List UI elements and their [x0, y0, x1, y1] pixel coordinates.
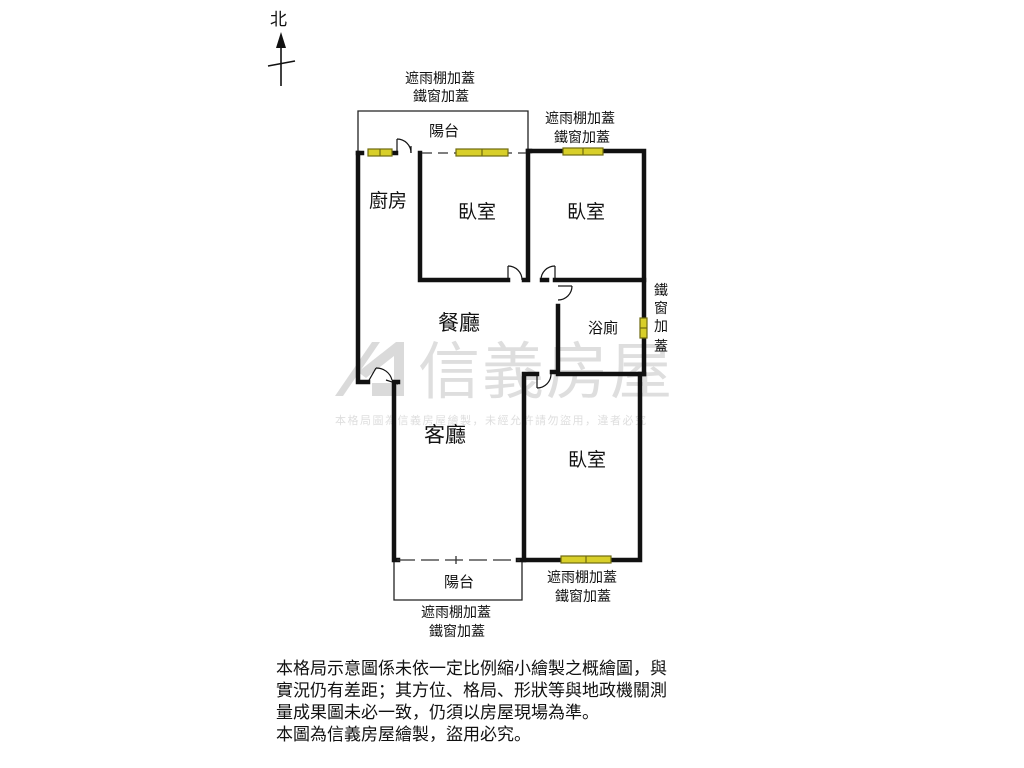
room-bedroom-c: 臥室	[568, 449, 606, 471]
north-arrow: 北	[267, 10, 296, 86]
note-bottom-right-1: 遮雨棚加蓋	[547, 570, 617, 586]
note-top-left-1: 遮雨棚加蓋	[405, 71, 475, 87]
windows	[367, 147, 648, 564]
door-bedroom-b	[540, 265, 556, 281]
note-side-right-2: 窗	[654, 300, 668, 317]
note-bottom-right-2: 鐵窗加蓋	[555, 588, 611, 605]
note-bottom-mid-2: 鐵窗加蓋	[429, 623, 485, 640]
room-balcony-top: 陽台	[429, 122, 459, 140]
door-kitchen	[367, 367, 399, 385]
door-bedroom-c	[536, 373, 552, 389]
note-top-left-2: 鐵窗加蓋	[413, 88, 469, 105]
note-top-right-1: 遮雨棚加蓋	[545, 111, 615, 127]
room-balcony-bottom: 陽台	[444, 573, 474, 591]
disclaimer-line-2: 實況仍有差距；其方位、格局、形狀等與地政機關測	[276, 681, 667, 701]
disclaimer-line-1: 本格局示意圖係未依一定比例縮小繪製之概繪圖，與	[276, 659, 667, 679]
disclaimer-line-4: 本圖為信義房屋繪製，盜用必究。	[276, 725, 531, 745]
watermark-notice: 本格局圖為信義房屋繪製，未經允許請勿盜用，違者必究	[335, 413, 648, 427]
note-side-right-1: 鐵	[654, 282, 668, 299]
room-bedroom-b: 臥室	[567, 201, 605, 223]
note-side-right-3: 加	[654, 319, 668, 335]
room-living: 客廳	[424, 423, 466, 447]
disclaimer: 本格局示意圖係未依一定比例縮小繪製之概繪圖，與 實況仍有差距；其方位、格局、形狀…	[276, 658, 796, 746]
door-bathroom	[557, 285, 573, 301]
compass-north-label: 北	[270, 10, 287, 30]
arrow-up-icon	[276, 32, 286, 48]
room-bathroom: 浴廁	[588, 319, 618, 337]
note-top-right-2: 鐵窗加蓋	[554, 129, 610, 146]
note-bottom-mid-1: 遮雨棚加蓋	[421, 605, 491, 621]
balcony-outlines	[357, 110, 529, 601]
note-side-right-4: 蓋	[654, 339, 668, 355]
room-labels: 廚房 臥室 臥室 餐廳 浴廁 客廳 臥室 陽台 陽台	[369, 122, 618, 591]
door-balcony-top	[396, 138, 412, 154]
room-dining: 餐廳	[438, 311, 480, 335]
doors	[367, 138, 573, 389]
watermark: 信義房屋 本格局圖為信義房屋繪製，未經允許請勿盜用，違者必究	[335, 335, 674, 427]
annotations: 遮雨棚加蓋 鐵窗加蓋 遮雨棚加蓋 鐵窗加蓋 鐵 窗 加 蓋 遮雨棚加蓋 鐵窗加蓋…	[405, 71, 668, 640]
door-bedroom-a	[507, 265, 523, 281]
watermark-brand: 信義房屋	[418, 335, 674, 408]
room-bedroom-a: 臥室	[458, 201, 496, 223]
disclaimer-line-3: 量成果圖未必一致，仍須以房屋現場為準。	[276, 703, 599, 723]
room-kitchen: 廚房	[369, 189, 407, 212]
